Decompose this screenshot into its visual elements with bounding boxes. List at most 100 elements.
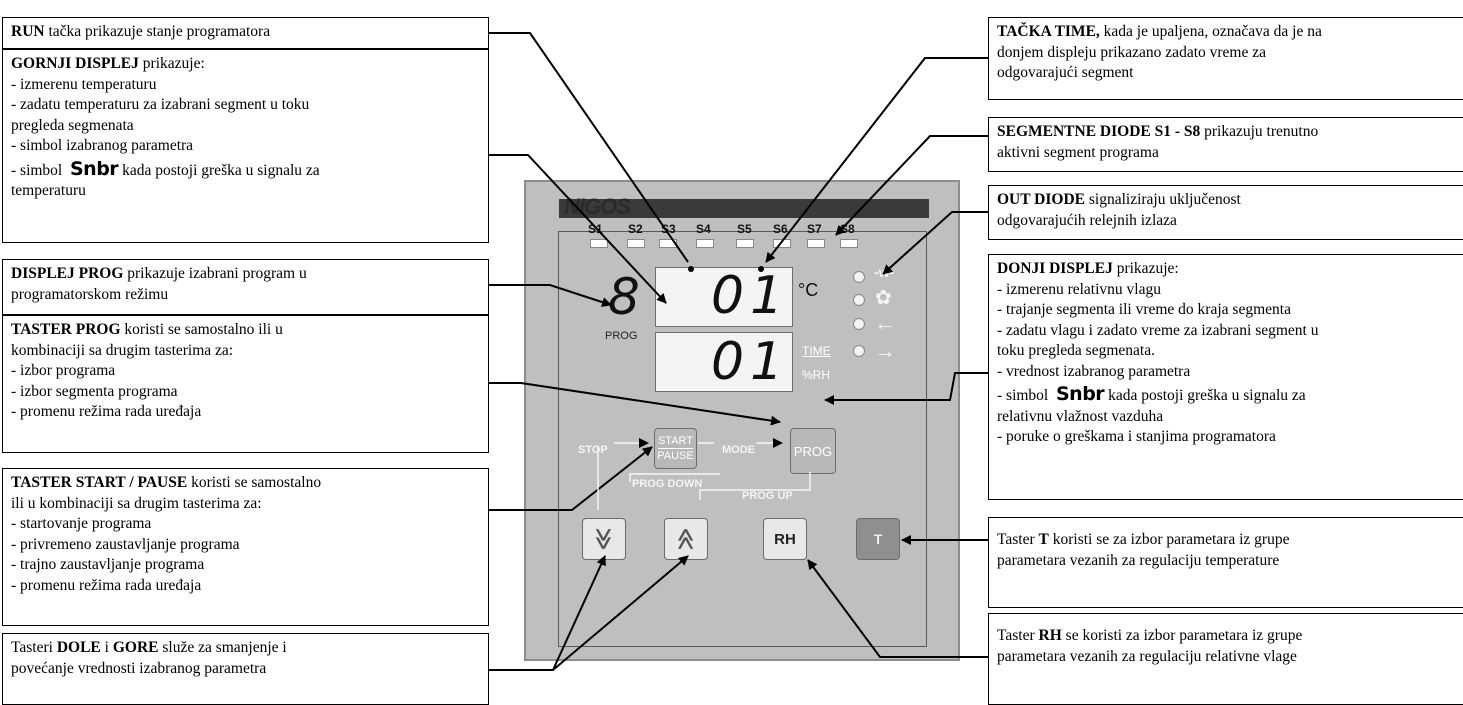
segment-led-s3 xyxy=(659,239,677,248)
segment-led-s1 xyxy=(590,239,608,248)
prog-button-text: koristi se samostalno ili u xyxy=(120,321,283,338)
upper-display-description: GORNJI DISPLEJ prikazuje: - izmerenu tem… xyxy=(2,49,489,243)
controller-device: NIGOS PSV-01 S1 S2 S3 S4 S5 S6 S7 S8 8 P… xyxy=(524,180,960,661)
start-pause-item-4: - promenu režima rada uređaja xyxy=(11,576,202,594)
updown-down: DOLE xyxy=(56,639,101,656)
leader-out xyxy=(882,211,988,275)
t-btn-post: koristi se za izbor parametara iz grupe xyxy=(1048,531,1290,548)
prog-button-item-3: - promenu režima rada uređaja xyxy=(11,403,202,420)
time-unit-label: TIME xyxy=(802,344,831,358)
error-symbol: Snbr xyxy=(70,157,119,180)
rh-button-label: RH xyxy=(774,530,796,548)
start-pause-item-3: - trajno zaustavljanje programa xyxy=(11,556,205,573)
lower-item-7: - poruke o greškama i stanjima programat… xyxy=(997,428,1276,445)
out-led-1 xyxy=(853,271,865,283)
prog-button-item-2: - izbor segmenta programa xyxy=(11,382,178,400)
prog-button-label: PROG xyxy=(793,443,833,459)
run-dot xyxy=(688,266,694,272)
upper-item-4: - simbol izabranog parametra xyxy=(11,137,194,154)
leader-prog-display xyxy=(489,284,612,307)
lower-item-2: - trajanje segmenta ili vreme do kraja s… xyxy=(997,301,1291,318)
run-text: tačka prikazuje stanje programatora xyxy=(44,23,271,40)
prog-display-digit: 8 xyxy=(608,268,640,326)
prog-down-label: PROG DOWN xyxy=(632,478,703,490)
prog-button-line2: kombinaciji sa drugim tasterima za: xyxy=(11,341,234,359)
t-button-label: T xyxy=(873,531,883,547)
segment-label-s5: S5 xyxy=(737,222,752,236)
updown-mid: i xyxy=(100,639,113,656)
updown-up: GORE xyxy=(112,639,159,656)
run-dot-description: RUN tačka prikazuje stanje programatora xyxy=(2,17,489,49)
segment-label-s3: S3 xyxy=(661,222,676,236)
seg-diodes-title: SEGMENTNE DIODE S1 - S8 xyxy=(997,123,1201,140)
segment-diodes-description: SEGMENTNE DIODE S1 - S8 prikazuju trenut… xyxy=(988,117,1463,172)
device-inner-frame xyxy=(558,231,927,647)
rh-unit-label: %RH xyxy=(802,368,831,382)
rh-btn-post: se koristi za izbor parametara iz grupe xyxy=(1061,627,1303,644)
pause-label: PAUSE xyxy=(657,450,694,462)
rh-button[interactable]: RH xyxy=(763,518,807,560)
prog-button[interactable]: PROG xyxy=(790,428,836,474)
segment-label-s2: S2 xyxy=(628,222,643,236)
t-button-description: Taster T koristi se za izbor parametara … xyxy=(988,517,1463,608)
rh-btn-bold: RH xyxy=(1038,627,1062,644)
segment-label-s7: S7 xyxy=(807,222,822,236)
time-dot xyxy=(758,266,764,272)
error-symbol-lower: Snbr xyxy=(1056,383,1105,405)
t-btn-line2: parametara vezanih za regulaciju tempera… xyxy=(997,551,1280,569)
lower-display-title: DONJI DISPLEJ xyxy=(997,260,1113,277)
lower-sym-post: kada postoji greška u signalu za xyxy=(1104,387,1306,404)
leader-lower xyxy=(824,372,988,405)
out-diodes-text: signaliziraju uključenost xyxy=(1085,191,1241,208)
leader-down xyxy=(489,555,606,671)
lower-item-3: - zadatu vlagu i zadato vreme za izabran… xyxy=(997,321,1319,339)
start-pause-description: TASTER START / PAUSE koristi se samostal… xyxy=(2,468,489,626)
upper-display-title: GORNJI DISPLEJ xyxy=(11,55,139,72)
flow-prog-down xyxy=(629,473,720,482)
seg-diodes-line2: aktivni segment programa xyxy=(997,143,1159,161)
time-dot-title: TAČKA TIME, xyxy=(997,23,1100,40)
fan-icon: ✿ xyxy=(875,287,892,309)
upper-display-value: 01 xyxy=(711,266,790,326)
arrow-left-icon: ← xyxy=(874,310,896,335)
leader-run xyxy=(489,32,689,263)
time-dot-description: TAČKA TIME, kada je upaljena, označava d… xyxy=(988,17,1463,100)
upper-sym-post: kada postoji greška u signalu za xyxy=(118,161,320,179)
leader-rh xyxy=(807,559,988,658)
start-pause-title: TASTER START / PAUSE xyxy=(11,474,188,491)
out-diodes-description: OUT DIODE signaliziraju uključenost odgo… xyxy=(988,185,1463,240)
leader-time-dot xyxy=(765,57,988,263)
lower-display xyxy=(655,332,793,392)
stop-label: STOP xyxy=(578,444,608,456)
lower-sym-pre: - simbol xyxy=(997,387,1053,404)
time-dot-line3: odgovarajući segment xyxy=(997,64,1134,81)
time-dot-text: kada je upaljena, označava da je na xyxy=(1099,23,1322,40)
lower-item-6: relativnu vlažnost vazduha xyxy=(997,407,1164,425)
out-diodes-line2: odgovarajućih relejnih izlaza xyxy=(997,211,1177,229)
prog-button-description: TASTER PROG koristi se samostalno ili u … xyxy=(2,315,489,453)
mode-label: MODE xyxy=(722,444,755,456)
upper-item-3: pregleda segmenata xyxy=(11,116,134,134)
up-down-description: Tasteri DOLE i GORE služe za smanjenje i… xyxy=(2,633,489,705)
lower-item-5: - vrednost izabranog parametra xyxy=(997,362,1191,380)
lower-item-1: - izmerenu relativnu vlagu xyxy=(997,280,1161,298)
out-led-3 xyxy=(853,318,865,330)
upper-display-text: prikazuje: xyxy=(138,55,205,72)
out-led-4 xyxy=(853,345,865,357)
lower-display-value: 01 xyxy=(711,332,790,392)
start-pause-button[interactable]: START PAUSE xyxy=(654,428,697,469)
segment-label-s4: S4 xyxy=(696,222,711,236)
leader-start xyxy=(489,446,653,511)
prog-display-line2: programatorskom režimu xyxy=(11,285,169,303)
upper-item-2: - zadatu temperaturu za izabrani segment… xyxy=(11,96,310,113)
arrow-right-icon: → xyxy=(874,338,896,363)
rh-btn-line2: parametara vezanih za regulaciju relativ… xyxy=(997,647,1297,665)
leader-segments xyxy=(835,135,988,236)
t-button[interactable]: T xyxy=(856,518,900,560)
segment-led-s5 xyxy=(736,239,754,248)
leader-up xyxy=(552,555,689,671)
segment-led-s8 xyxy=(840,239,858,248)
start-pause-text: koristi se samostalno xyxy=(187,474,322,491)
start-pause-line2: ili u kombinaciji sa drugim tasterima za… xyxy=(11,494,262,512)
prog-display-title: DISPLEJ PROG xyxy=(11,265,124,282)
